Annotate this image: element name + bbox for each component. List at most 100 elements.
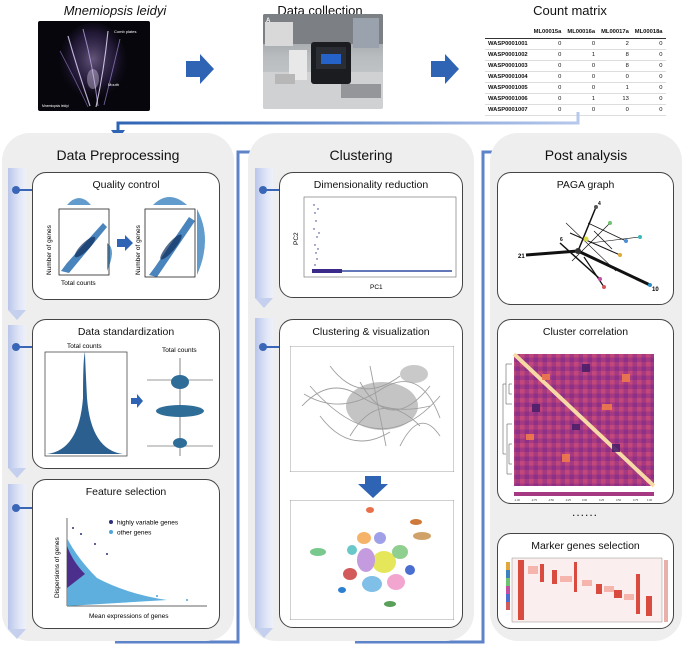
pca-ylabel: PC2 xyxy=(293,232,300,245)
count-cell: 0 xyxy=(530,71,565,83)
legend-hv-label: highly variable genes xyxy=(117,520,179,527)
count-matrix-column-header: ML00015a xyxy=(530,27,565,39)
graph-network-plot xyxy=(290,346,454,472)
count-matrix-column-header: ML00018a xyxy=(631,27,666,39)
colorbar-tick: 0.75 xyxy=(633,498,639,502)
step-bullet xyxy=(259,343,267,351)
count-matrix-corner xyxy=(485,27,531,39)
colorbar-tick: 0.25 xyxy=(599,498,605,502)
colorbar-tick: 0.00 xyxy=(582,498,588,502)
count-cell: 0 xyxy=(631,93,666,105)
count-cell: 1 xyxy=(564,49,599,61)
gene-id-cell: WASP0001007 xyxy=(485,104,531,116)
step-connector xyxy=(265,189,279,191)
count-cell: 0 xyxy=(598,104,632,116)
standardization-plot: Total counts Total counts xyxy=(44,343,213,457)
count-cell: 0 xyxy=(530,82,565,94)
gene-id-cell: WASP0001006 xyxy=(485,93,531,105)
count-cell: 0 xyxy=(631,71,666,83)
count-cell: 0 xyxy=(631,38,666,50)
count-cell: 0 xyxy=(631,104,666,116)
count-cell: 0 xyxy=(530,104,565,116)
legend-other-dot xyxy=(109,530,113,534)
comb-plates-label: Comb plates xyxy=(114,29,136,34)
preprocessing-sidebar xyxy=(8,325,26,478)
legend-other-label: other genes xyxy=(117,530,152,537)
step-bullet xyxy=(259,186,267,194)
clustering-sidebar xyxy=(255,168,273,308)
std-label-left: Total counts xyxy=(67,343,102,350)
fs-ylabel: Dispersions of genes xyxy=(54,537,61,598)
data-standardization-box: Data standardization Total counts Total … xyxy=(32,319,220,469)
count-matrix-column-header: ML00017a xyxy=(598,27,632,39)
step-connector xyxy=(18,346,32,348)
count-matrix-column-header: ML00016a xyxy=(564,27,599,39)
feature-selection-box: Feature selection highly variable genes … xyxy=(32,479,220,629)
step-bullet xyxy=(12,343,20,351)
marker-genes-heatmap xyxy=(506,557,668,623)
count-matrix-table: ML00015a ML00016a ML00017a ML00018a WASP… xyxy=(485,27,666,116)
colorbar-tick: -0.50 xyxy=(548,498,554,502)
clustering-visualization-box: Clustering & visualization xyxy=(279,319,463,628)
colorbar-tick: -1.00 xyxy=(514,498,520,502)
preprocessing-sidebar xyxy=(8,168,26,320)
paga-graph-plot: 21 10 4 6 xyxy=(518,201,659,293)
gene-id-cell: WASP0001003 xyxy=(485,60,531,72)
post-analysis-title: Post analysis xyxy=(544,147,628,163)
count-cell: 0 xyxy=(564,104,599,116)
pca-xlabel: PC1 xyxy=(370,284,383,291)
colorbar-tick: 0.50 xyxy=(616,498,622,502)
count-matrix-title: Count matrix xyxy=(533,3,607,18)
count-cell: 0 xyxy=(564,60,599,72)
legend-hv-dot xyxy=(109,520,113,524)
photo-corner-label: A xyxy=(266,18,271,24)
qc-xlabel: Total counts xyxy=(61,280,96,287)
arrow-right-icon xyxy=(431,54,459,84)
step-connector xyxy=(18,189,32,191)
paga-node-label: 6 xyxy=(560,237,563,243)
gene-id-cell: WASP0001005 xyxy=(485,82,531,94)
count-cell: 2 xyxy=(598,38,632,50)
gene-id-cell: WASP0001001 xyxy=(485,38,531,50)
quality-control-plot: Number of genes Total counts Number of g… xyxy=(46,197,205,287)
preprocessing-sidebar xyxy=(8,484,26,639)
step-bullet xyxy=(12,504,20,512)
paga-node-label: 21 xyxy=(518,254,525,260)
colorbar-tick: -0.25 xyxy=(565,498,571,502)
count-cell: 0 xyxy=(564,82,599,94)
count-cell: 8 xyxy=(598,49,632,61)
apical-label: Mnemiopsis leidyi xyxy=(42,104,69,108)
qc-ylabel: Number of genes xyxy=(46,224,53,275)
paga-graph-box: PAGA graph 21 10 4 6 xyxy=(497,172,674,305)
marker-genes-box: Marker genes selection xyxy=(497,533,674,629)
cluster-correlation-box: Cluster correlation xyxy=(497,319,674,504)
arrow-down-icon xyxy=(358,476,388,498)
organism-title: Mnemiopsis leidyi xyxy=(63,3,167,18)
count-cell: 8 xyxy=(598,60,632,72)
ellipsis-separator: ...... xyxy=(572,505,599,519)
step-bullet xyxy=(12,186,20,194)
colorbar-tick: 1.00 xyxy=(647,498,653,502)
dimensionality-reduction-box: Dimensionality reduction PC2 PC1 xyxy=(279,172,463,298)
mouth-label: Mouth xyxy=(108,82,119,87)
quality-control-title: Quality control xyxy=(92,179,160,191)
lab-equipment-photo: A xyxy=(263,14,383,109)
clustering-visualization-title: Clustering & visualization xyxy=(312,326,430,338)
clustering-sidebar xyxy=(255,318,273,638)
qc-ylabel-right: Number of genes xyxy=(135,224,142,275)
count-cell: 0 xyxy=(631,60,666,72)
correlation-heatmap: -1.00 -0.75 -0.50 -0.25 0.00 0.25 0.50 0… xyxy=(502,352,656,502)
cluster-correlation-title: Cluster correlation xyxy=(542,326,629,338)
quality-control-box: Quality control Number of genes Total co… xyxy=(32,172,220,300)
step-connector xyxy=(18,507,32,509)
paga-node-label: 10 xyxy=(652,287,659,293)
count-cell: 1 xyxy=(564,93,599,105)
data-standardization-title: Data standardization xyxy=(77,326,175,338)
count-cell: 0 xyxy=(530,38,565,50)
count-cell: 1 xyxy=(598,82,632,94)
count-cell: 0 xyxy=(530,49,565,61)
count-cell: 0 xyxy=(631,49,666,61)
